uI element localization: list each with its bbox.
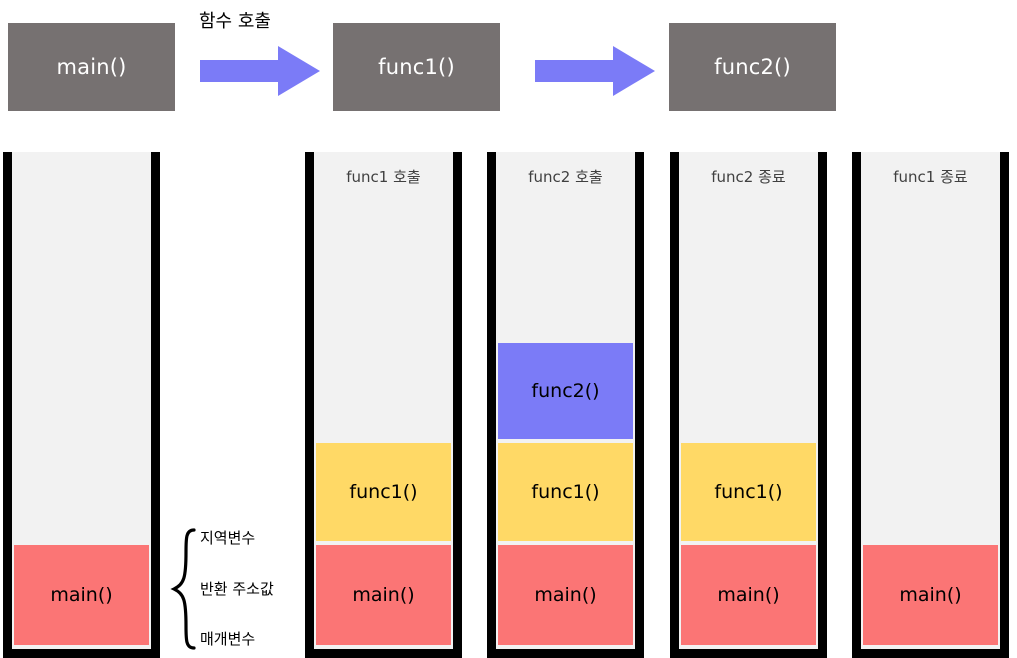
stack-inner: main() [12,152,151,649]
stack-frame-label: func2() [531,380,600,402]
brace-label-parameters: 매개변수 [200,630,256,648]
stack-frame-func1: func1() [681,443,816,541]
stack-inner: func2 종료 func1() main() [679,152,818,649]
call-flow-caption: 함수 호출 [199,11,271,32]
function-box-func1: func1() [333,23,500,111]
stack-frame-main: main() [14,545,149,645]
stack-inner: func2 호출 func2() func1() main() [496,152,635,649]
stack-label: func1 종료 [893,168,968,186]
brace-label-return-address: 반환 주소값 [200,579,274,598]
function-box-func1-label: func1() [378,55,455,79]
stack-label: func2 종료 [711,168,786,186]
function-box-func2: func2() [669,23,836,111]
stack-frame-brace [170,528,200,650]
arrow-main-to-func1 [200,46,320,96]
stack-frame-main: main() [681,545,816,645]
stack-frame-label: main() [899,584,962,606]
stack-frame-main: main() [863,545,998,645]
stack-frame-func2: func2() [498,343,633,439]
brace-label-local-variables: 지역변수 [200,529,256,547]
stack-frame-main: main() [498,545,633,645]
stack-frame-label: func1() [531,481,600,503]
stack-frame-func1: func1() [498,443,633,541]
stack-inner: func1 종료 main() [861,152,1000,649]
function-box-main-label: main() [56,55,127,79]
stack-inner: func1 호출 func1() main() [314,152,453,649]
function-box-main: main() [8,23,175,111]
arrow-func1-to-func2 [535,46,655,96]
stack-label: func1 호출 [346,168,421,186]
stack-frame-main: main() [316,545,451,645]
stack-label: func2 호출 [528,168,603,186]
stack-frame-label: main() [352,584,415,606]
stack-column-func2-call: func2 호출 func2() func1() main() [487,152,644,658]
stack-frame-label: main() [50,584,113,606]
stack-column-func1-call: func1 호출 func1() main() [305,152,462,658]
stack-column-func1-return: func1 종료 main() [852,152,1009,658]
brace-label-list: 지역변수 반환 주소값 매개변수 [200,531,315,647]
function-box-func2-label: func2() [714,55,791,79]
stack-column-initial: main() [3,152,160,658]
stack-frame-label: main() [534,584,597,606]
stack-frame-label: main() [717,584,780,606]
stack-frame-label: func1() [714,481,783,503]
stack-frame-label: func1() [349,481,418,503]
stack-column-func2-return: func2 종료 func1() main() [670,152,827,658]
stack-frame-func1: func1() [316,443,451,541]
